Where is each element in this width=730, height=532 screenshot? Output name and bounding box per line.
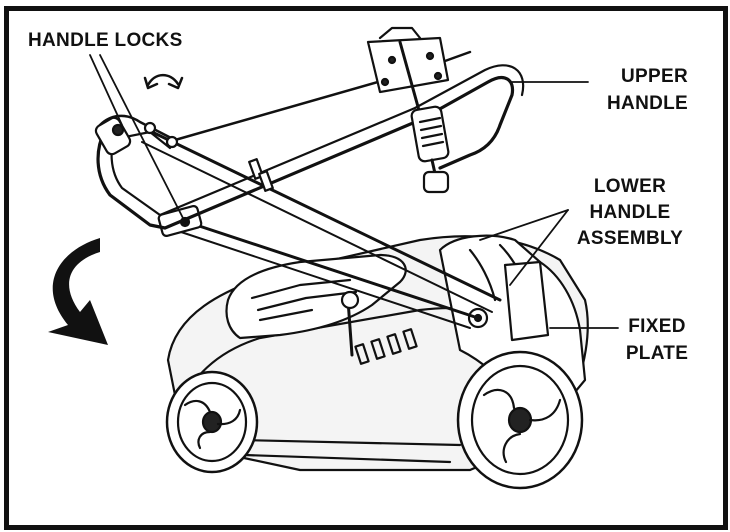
rotate-arrow-icon (145, 75, 182, 88)
rear-wheel (458, 352, 582, 488)
label-upper-handle-line2: HANDLE (580, 93, 688, 115)
fold-down-arrow-icon (48, 238, 108, 345)
label-fixed-plate: FIXED PLATE (618, 316, 696, 365)
leader-lower-handle-1 (480, 210, 568, 240)
fixed-plate (505, 262, 548, 340)
front-wheel (167, 372, 257, 472)
label-lower-handle-line1: LOWER (566, 176, 694, 198)
label-upper-handle: UPPER HANDLE (580, 66, 688, 115)
label-lower-handle-line3: ASSEMBLY (566, 228, 694, 250)
label-lower-handle-assembly: LOWER HANDLE ASSEMBLY (566, 176, 694, 250)
label-upper-handle-line1: UPPER (580, 66, 688, 88)
label-fixed-plate-line2: PLATE (618, 343, 696, 365)
label-fixed-plate-line1: FIXED (618, 316, 696, 338)
label-lower-handle-line2: HANDLE (566, 202, 694, 224)
label-handle-locks: HANDLE LOCKS (28, 30, 183, 52)
cord-retainer (411, 106, 450, 192)
label-handle-locks-text: HANDLE LOCKS (28, 30, 183, 51)
